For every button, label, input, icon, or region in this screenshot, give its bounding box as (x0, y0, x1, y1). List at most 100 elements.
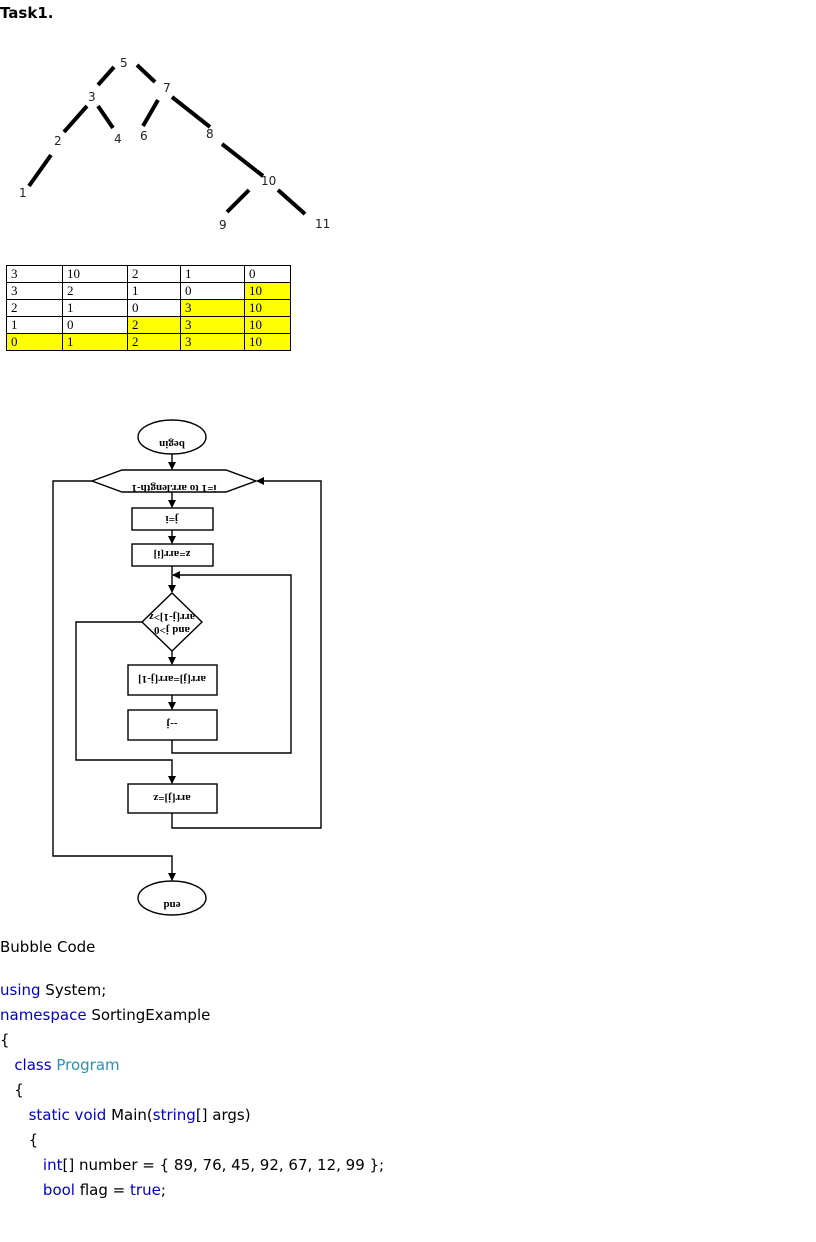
code-text: Main( (106, 1106, 153, 1124)
table-cell: 2 (127, 265, 181, 283)
table-cell: 10 (62, 265, 128, 283)
code-line: bool flag = true; (0, 1178, 384, 1203)
shift-label: arr[j]=arr[j-1] (138, 673, 206, 685)
store-box (127, 783, 218, 814)
table-cell: 1 (6, 316, 63, 334)
code-text: [] args) (195, 1106, 251, 1124)
table-cell-highlighted: 0 (6, 333, 63, 351)
loop-label: i=1 to arr.length-1 (132, 482, 217, 494)
table-cell-highlighted: 10 (244, 316, 291, 334)
tree-node: 8 (206, 127, 214, 141)
inner-loop-back (171, 571, 292, 754)
tree-node: 11 (315, 217, 330, 231)
tree-edge (135, 63, 157, 84)
code-line: using System; (0, 978, 384, 1003)
tree-edge (170, 95, 212, 129)
tree-edge (220, 142, 265, 178)
code-keyword: using (0, 981, 41, 999)
end-label: end (163, 899, 180, 911)
code-line: static void Main(string[] args) (0, 1103, 384, 1128)
tree-edge (276, 188, 307, 216)
code-text: System; (40, 981, 107, 999)
table-cell-highlighted: 3 (180, 333, 245, 351)
code-block: using System; namespace SortingExample {… (0, 978, 384, 1203)
begin-label: begin (159, 438, 185, 450)
end-terminal (137, 880, 207, 916)
table-cell: 3 (6, 265, 63, 283)
table-cell-highlighted: 3 (180, 299, 245, 317)
tree-edge (96, 104, 115, 130)
exit-branch (52, 480, 176, 881)
assign-j-label: j=i (166, 513, 180, 525)
tree-edge (62, 104, 89, 134)
table-cell: 2 (62, 282, 128, 300)
table-cell: 2 (6, 299, 63, 317)
tree-edge (225, 188, 251, 214)
table-row: 2 1 0 3 10 (6, 299, 291, 317)
table-cell: 1 (180, 265, 245, 283)
decrement-label: --j (167, 718, 178, 730)
code-keyword: string (152, 1106, 196, 1124)
code-text: flag = (74, 1181, 131, 1199)
code-text: ; (160, 1181, 166, 1199)
code-text: SortingExample (86, 1006, 211, 1024)
section-subheading: Bubble Code (0, 938, 96, 956)
condition-label-line2: and j>0 (154, 624, 190, 636)
code-keyword: true (130, 1181, 161, 1199)
code-keyword: namespace (0, 1006, 87, 1024)
tree-edge (141, 99, 160, 127)
tree-node: 5 (120, 56, 128, 70)
tree-node: 6 (140, 129, 148, 143)
code-line: { (0, 1031, 10, 1049)
code-line: class Program (0, 1053, 384, 1078)
table-cell: 0 (180, 282, 245, 300)
binary-tree-diagram: 5 3 7 2 4 6 8 1 10 9 11 (19, 56, 330, 232)
tree-edge (96, 65, 116, 87)
table-cell-highlighted: 10 (244, 333, 291, 351)
code-indent (0, 1156, 43, 1174)
table-cell-highlighted: 10 (244, 282, 291, 300)
code-indent (0, 1056, 14, 1074)
table-cell-highlighted: 2 (127, 316, 181, 334)
store-label: arr[j]=z (153, 792, 191, 804)
table-cell-highlighted: 2 (127, 333, 181, 351)
table-cell: 1 (62, 299, 128, 317)
code-keyword: bool (42, 1181, 75, 1199)
tree-node: 2 (54, 134, 62, 148)
condition-label-line1: arr[j-1]>z (149, 611, 196, 623)
tree-node: 1 (19, 186, 27, 200)
code-keyword: class (14, 1056, 52, 1074)
table-row: 0 1 2 3 10 (6, 333, 291, 351)
code-indent (0, 1106, 29, 1124)
tree-node: 3 (88, 90, 96, 104)
sorting-steps-table: 3 10 2 1 0 3 2 1 0 10 2 1 0 3 10 1 0 2 3… (6, 265, 291, 351)
code-type: Program (51, 1056, 120, 1074)
code-line: { (0, 1081, 24, 1099)
code-indent (0, 1181, 43, 1199)
table-cell: 0 (244, 265, 291, 283)
table-cell-highlighted: 10 (244, 299, 291, 317)
code-line: int[] number = { 89, 76, 45, 92, 67, 12,… (0, 1153, 384, 1178)
tree-node: 7 (163, 81, 171, 95)
outer-loop-back (171, 477, 322, 829)
table-row: 1 0 2 3 10 (6, 316, 291, 334)
assign-z-label: z=arr[i] (154, 548, 191, 560)
false-branch (75, 621, 176, 784)
tree-node: 4 (114, 132, 122, 146)
tree-node: 9 (219, 218, 227, 232)
table-cell: 1 (127, 282, 181, 300)
tree-edge (27, 153, 53, 188)
shift-box (127, 664, 218, 696)
code-keyword: int (42, 1156, 63, 1174)
code-line: { (0, 1131, 39, 1149)
table-row: 3 2 1 0 10 (6, 282, 291, 300)
table-cell-highlighted: 3 (180, 316, 245, 334)
code-keyword: static void (28, 1106, 107, 1124)
table-cell-highlighted: 1 (62, 333, 128, 351)
code-line: namespace SortingExample (0, 1003, 384, 1028)
table-row: 3 10 2 1 0 (6, 265, 291, 283)
insertion-sort-flowchart: begin i=1 to arr.length-1 j=i z=arr[i] a… (52, 419, 322, 916)
code-text: [] number = { 89, 76, 45, 92, 67, 12, 99… (62, 1156, 385, 1174)
table-cell: 0 (62, 316, 128, 334)
page-heading: Task1. (0, 4, 54, 22)
